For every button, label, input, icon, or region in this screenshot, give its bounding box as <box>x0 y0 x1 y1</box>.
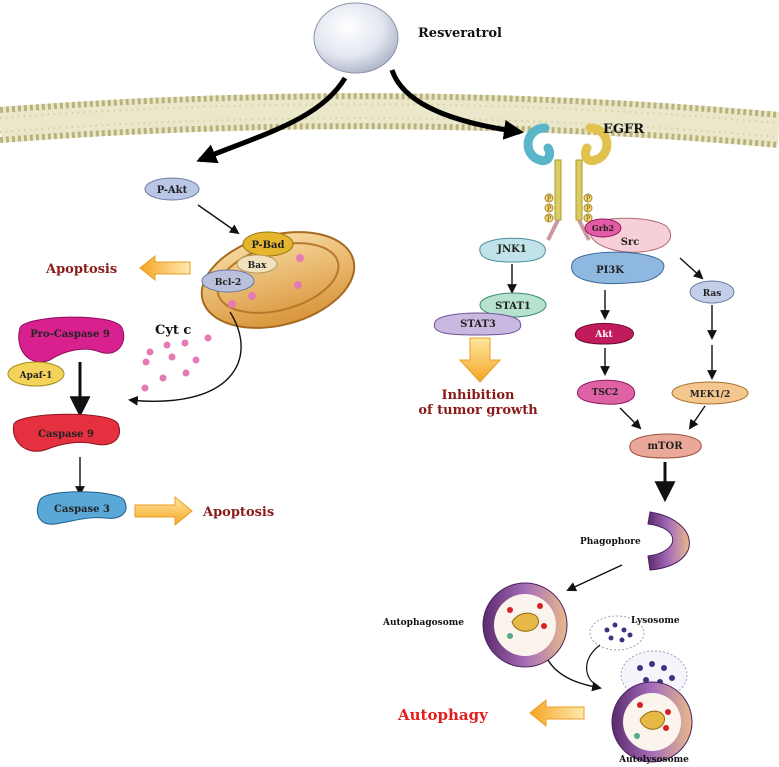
src-label: Src <box>621 237 640 248</box>
jnk1-label: JNK1 <box>496 244 527 255</box>
pro-caspase9-label: Pro-Caspase 9 <box>30 329 110 340</box>
node-jnk1: JNK1 <box>479 237 546 263</box>
arrow-phagophore-to-autophagosome <box>566 564 623 592</box>
node-tsc2: TSC2 <box>576 379 636 405</box>
arrow-mek-to-mtor <box>688 405 706 430</box>
autolysosome: Autolysosome <box>611 650 693 765</box>
resveratrol: Resveratrol <box>313 2 502 74</box>
apoptosis-top-label: Apoptosis <box>45 262 117 277</box>
grb2-label: Grb2 <box>592 223 614 233</box>
cyt-c-label: Cyt c <box>155 323 191 338</box>
p-bad-label: P-Bad <box>251 240 284 251</box>
arrow-src-to-ras <box>679 257 704 280</box>
tsc2-label: TSC2 <box>592 388 619 398</box>
node-caspase9: Caspase 9 <box>12 413 120 452</box>
bax-label: Bax <box>248 261 267 271</box>
phospho-tag: P <box>547 206 551 213</box>
node-stat3: STAT3 <box>433 312 522 336</box>
node-mek: MEK1/2 <box>671 381 749 405</box>
arrow-resveratrol-to-egfr <box>389 69 524 140</box>
stat1-label: STAT1 <box>495 301 531 312</box>
ras-label: Ras <box>703 289 722 299</box>
akt-label: Akt <box>594 330 613 340</box>
arrow-cytc-to-caspase9 <box>128 311 242 406</box>
stat3-label: STAT3 <box>460 319 496 330</box>
autophagosome-label: Autophagosome <box>382 618 464 628</box>
phagophore-label: Phagophore <box>580 537 641 547</box>
egfr-receptor: EGFR <box>523 122 644 241</box>
autophagosome: Autophagosome <box>382 582 568 668</box>
apoptosis-arrow-top <box>139 254 191 282</box>
apoptosis-bottom-label: Apoptosis <box>202 505 274 520</box>
autolysosome-label: Autolysosome <box>618 755 689 765</box>
apaf1-label: Apaf-1 <box>19 371 53 381</box>
arrow-resveratrol-to-akt <box>196 76 348 164</box>
egfr-label: EGFR <box>603 122 644 137</box>
node-p-bad: P-Bad <box>242 231 294 257</box>
phospho-tag: P <box>586 196 590 203</box>
phospho-tag: P <box>586 216 590 223</box>
autophagy-arrow <box>529 698 585 728</box>
cell-membrane <box>0 93 779 148</box>
lysosome: Lysosome <box>589 615 680 651</box>
phospho-tag: P <box>547 216 551 223</box>
node-bax: Bax <box>236 254 278 274</box>
phospho-tag: P <box>586 206 590 213</box>
arrow-tsc2-to-mtor <box>619 407 642 430</box>
phospho-tag: P <box>547 196 551 203</box>
node-ras: Ras <box>689 280 735 304</box>
phagophore: Phagophore <box>580 511 690 571</box>
mek-label: MEK1/2 <box>690 390 730 400</box>
bcl2-label: Bcl-2 <box>215 278 242 288</box>
resveratrol-sphere <box>313 2 399 74</box>
node-akt: Akt <box>574 322 634 345</box>
cyt-c-dots <box>141 334 212 392</box>
arrow-to-autolysosome <box>547 659 602 692</box>
arrow-pakt-to-pbad <box>197 204 240 235</box>
p-akt-label: P-Akt <box>157 185 188 196</box>
node-apaf1: Apaf-1 <box>7 361 65 387</box>
inhibition-label-line2: of tumor growth <box>418 403 538 418</box>
node-grb2: Grb2 <box>584 218 622 238</box>
node-bcl2: Bcl-2 <box>201 269 255 293</box>
pi3k-label: PI3K <box>596 265 624 276</box>
caspase3-label: Caspase 3 <box>54 504 110 515</box>
autophagy-label: Autophagy <box>397 706 489 724</box>
node-caspase3: Caspase 3 <box>36 491 127 525</box>
resveratrol-label: Resveratrol <box>418 26 502 41</box>
node-p-akt: P-Akt <box>144 177 200 201</box>
mtor-label: mTOR <box>647 441 683 452</box>
inhibition-label-line1: Inhibition <box>441 388 515 403</box>
inhibition-arrow <box>458 337 502 383</box>
node-pi3k: PI3K <box>571 251 665 285</box>
caspase9-label: Caspase 9 <box>38 429 94 440</box>
lysosome-label: Lysosome <box>631 616 680 626</box>
node-pro-caspase9: Pro-Caspase 9 <box>18 316 125 363</box>
apoptosis-arrow-bottom <box>134 495 193 527</box>
node-mtor: mTOR <box>629 433 702 459</box>
arrow-lysosome-join <box>586 644 601 687</box>
